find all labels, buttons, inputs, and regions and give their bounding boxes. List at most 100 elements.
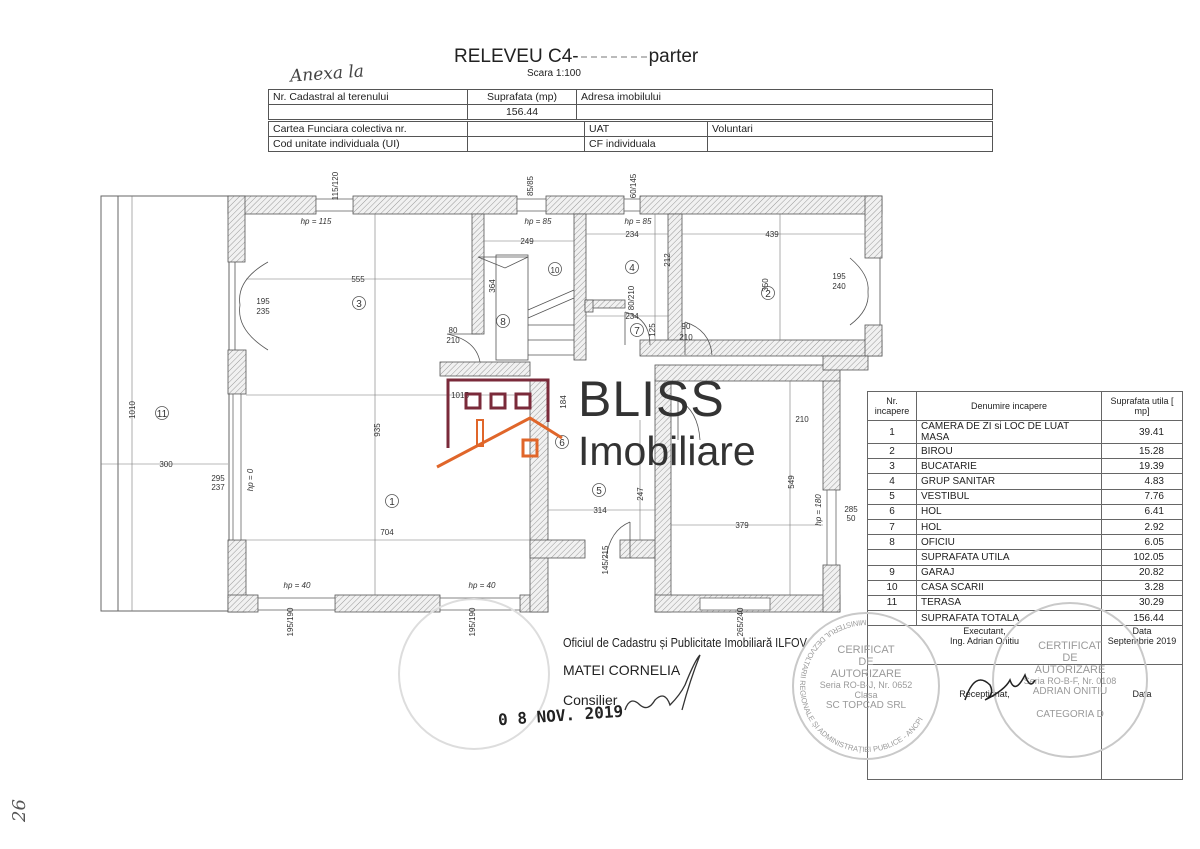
surface-value: 156.44 xyxy=(467,104,577,120)
room-area: 102.05 xyxy=(1101,549,1183,566)
opening-label: 115/120 xyxy=(331,171,340,200)
stamp-text: CERIFICAT xyxy=(837,644,895,656)
column-header: Nr. incapere xyxy=(867,391,917,421)
opening-label: 80 xyxy=(449,326,458,335)
scale-label: Scara 1:100 xyxy=(527,68,581,79)
opening-label: 210 xyxy=(446,336,460,345)
dimension-label: 212 xyxy=(663,253,672,267)
room-area: 3.28 xyxy=(1101,579,1183,596)
room-number: 4 xyxy=(629,263,635,274)
dimension-label: 249 xyxy=(520,237,534,246)
opening-label: 210 xyxy=(679,333,693,342)
dimension-label: 314 xyxy=(593,506,607,515)
room-numbers xyxy=(155,260,775,508)
room-number xyxy=(867,549,917,566)
signature-icon xyxy=(624,654,701,711)
room-number: 10 xyxy=(551,266,560,275)
room-name: BUCATARIE xyxy=(916,458,1102,475)
sill-height-label: hp = 180 xyxy=(814,494,823,526)
opening-label: 235 xyxy=(256,307,270,316)
dimension-label: 704 xyxy=(380,528,394,537)
opening-label: 285 xyxy=(844,505,858,514)
stamp-text: AUTORIZARE xyxy=(830,668,902,680)
room-name: BIROU xyxy=(916,442,1102,460)
room-number: 9 xyxy=(867,564,917,581)
title-prefix: RELEVEU C4- xyxy=(454,46,579,67)
official-role: Consilier xyxy=(563,692,618,708)
sill-height-label: hp = 0 xyxy=(246,468,255,491)
dimension-label: 935 xyxy=(373,423,382,437)
opening-label: 265/240 xyxy=(736,607,745,636)
opening-label: 240 xyxy=(832,282,846,291)
room-number: 3 xyxy=(867,458,917,475)
opening-label: 195 xyxy=(256,297,270,306)
room-number: 8 xyxy=(867,534,917,551)
room-area: 2.92 xyxy=(1101,518,1183,536)
doors xyxy=(234,257,881,559)
sill-height-label: hp = 40 xyxy=(284,581,311,590)
stamp-ring-text: MINISTERUL DEZVOLTARII REGIONALE ȘI ADMI… xyxy=(798,618,925,754)
room-number: 11 xyxy=(867,594,917,612)
room-number: 7 xyxy=(867,518,917,536)
room-number: 3 xyxy=(356,299,362,310)
room-number: 2 xyxy=(867,442,917,460)
dimension-label: 247 xyxy=(636,487,645,501)
dimension-label: 234 xyxy=(625,312,639,321)
bliss-logo-icon xyxy=(436,378,563,469)
room-number: 4 xyxy=(867,473,917,490)
sill-height-label: hp = 85 xyxy=(625,217,652,226)
room-number: 6 xyxy=(867,503,917,520)
room-number: 5 xyxy=(867,488,917,505)
stamp-ring-text-path: MINISTERUL DEZVOLTARII REGIONALE ȘI ADMI… xyxy=(798,618,925,754)
cell: Nr. Cadastral al terenului xyxy=(268,89,468,105)
room-name: CASA SCARII xyxy=(916,579,1102,596)
room-name: HOL xyxy=(916,518,1102,536)
ocpi-round-stamp xyxy=(398,598,550,750)
room-area: 7.76 xyxy=(1101,488,1183,505)
room-area: 6.41 xyxy=(1101,503,1183,520)
room-number: 1 xyxy=(867,420,917,444)
cell: CF individuala xyxy=(584,136,708,152)
dimension-label: 1015 xyxy=(451,391,469,400)
opening-label: 145/215 xyxy=(601,545,610,574)
opening-label: 295 xyxy=(211,474,225,483)
dimension-label: 1010 xyxy=(128,401,137,419)
date-value: Septembrie 2019 xyxy=(1107,636,1177,647)
dimension-label: 379 xyxy=(735,521,749,530)
room-area: 6.05 xyxy=(1101,534,1183,551)
redacted-blank xyxy=(580,55,647,58)
room-name: GRUP SANITAR xyxy=(916,473,1102,490)
stamp-text: Clasa xyxy=(854,690,878,700)
cell xyxy=(576,104,993,120)
cell: Suprafata (mp) xyxy=(467,89,577,105)
stamp-text: DE xyxy=(858,656,874,668)
title-suffix: parter xyxy=(648,46,699,67)
authorization-stamp-right: CERTIFICAT DE AUTORIZARE Seria RO-B-F, N… xyxy=(992,602,1148,758)
opening-label: 50 xyxy=(847,514,856,523)
stamp-text: AUTORIZARE xyxy=(1034,664,1106,676)
stamp-text: DE xyxy=(1062,652,1078,664)
dimension-label: 439 xyxy=(765,230,779,239)
opening-label: 90 xyxy=(682,322,691,331)
opening-label: 195/190 xyxy=(286,607,295,636)
stamp-text: ADRIAN ONITIU xyxy=(1032,686,1108,697)
dimension-lines xyxy=(101,196,865,611)
room-number: 5 xyxy=(596,486,602,497)
cell: Cod unitate individuala (UI) xyxy=(268,136,468,152)
dimension-label: 555 xyxy=(351,275,365,284)
dimension-label: 364 xyxy=(488,279,497,293)
room-number: 6 xyxy=(559,438,565,449)
room-name: VESTIBUL xyxy=(916,488,1102,505)
opening-label: 195 xyxy=(832,272,846,281)
stamp-text: Seria RO-B-F, Nr. 0108 xyxy=(1023,676,1117,686)
